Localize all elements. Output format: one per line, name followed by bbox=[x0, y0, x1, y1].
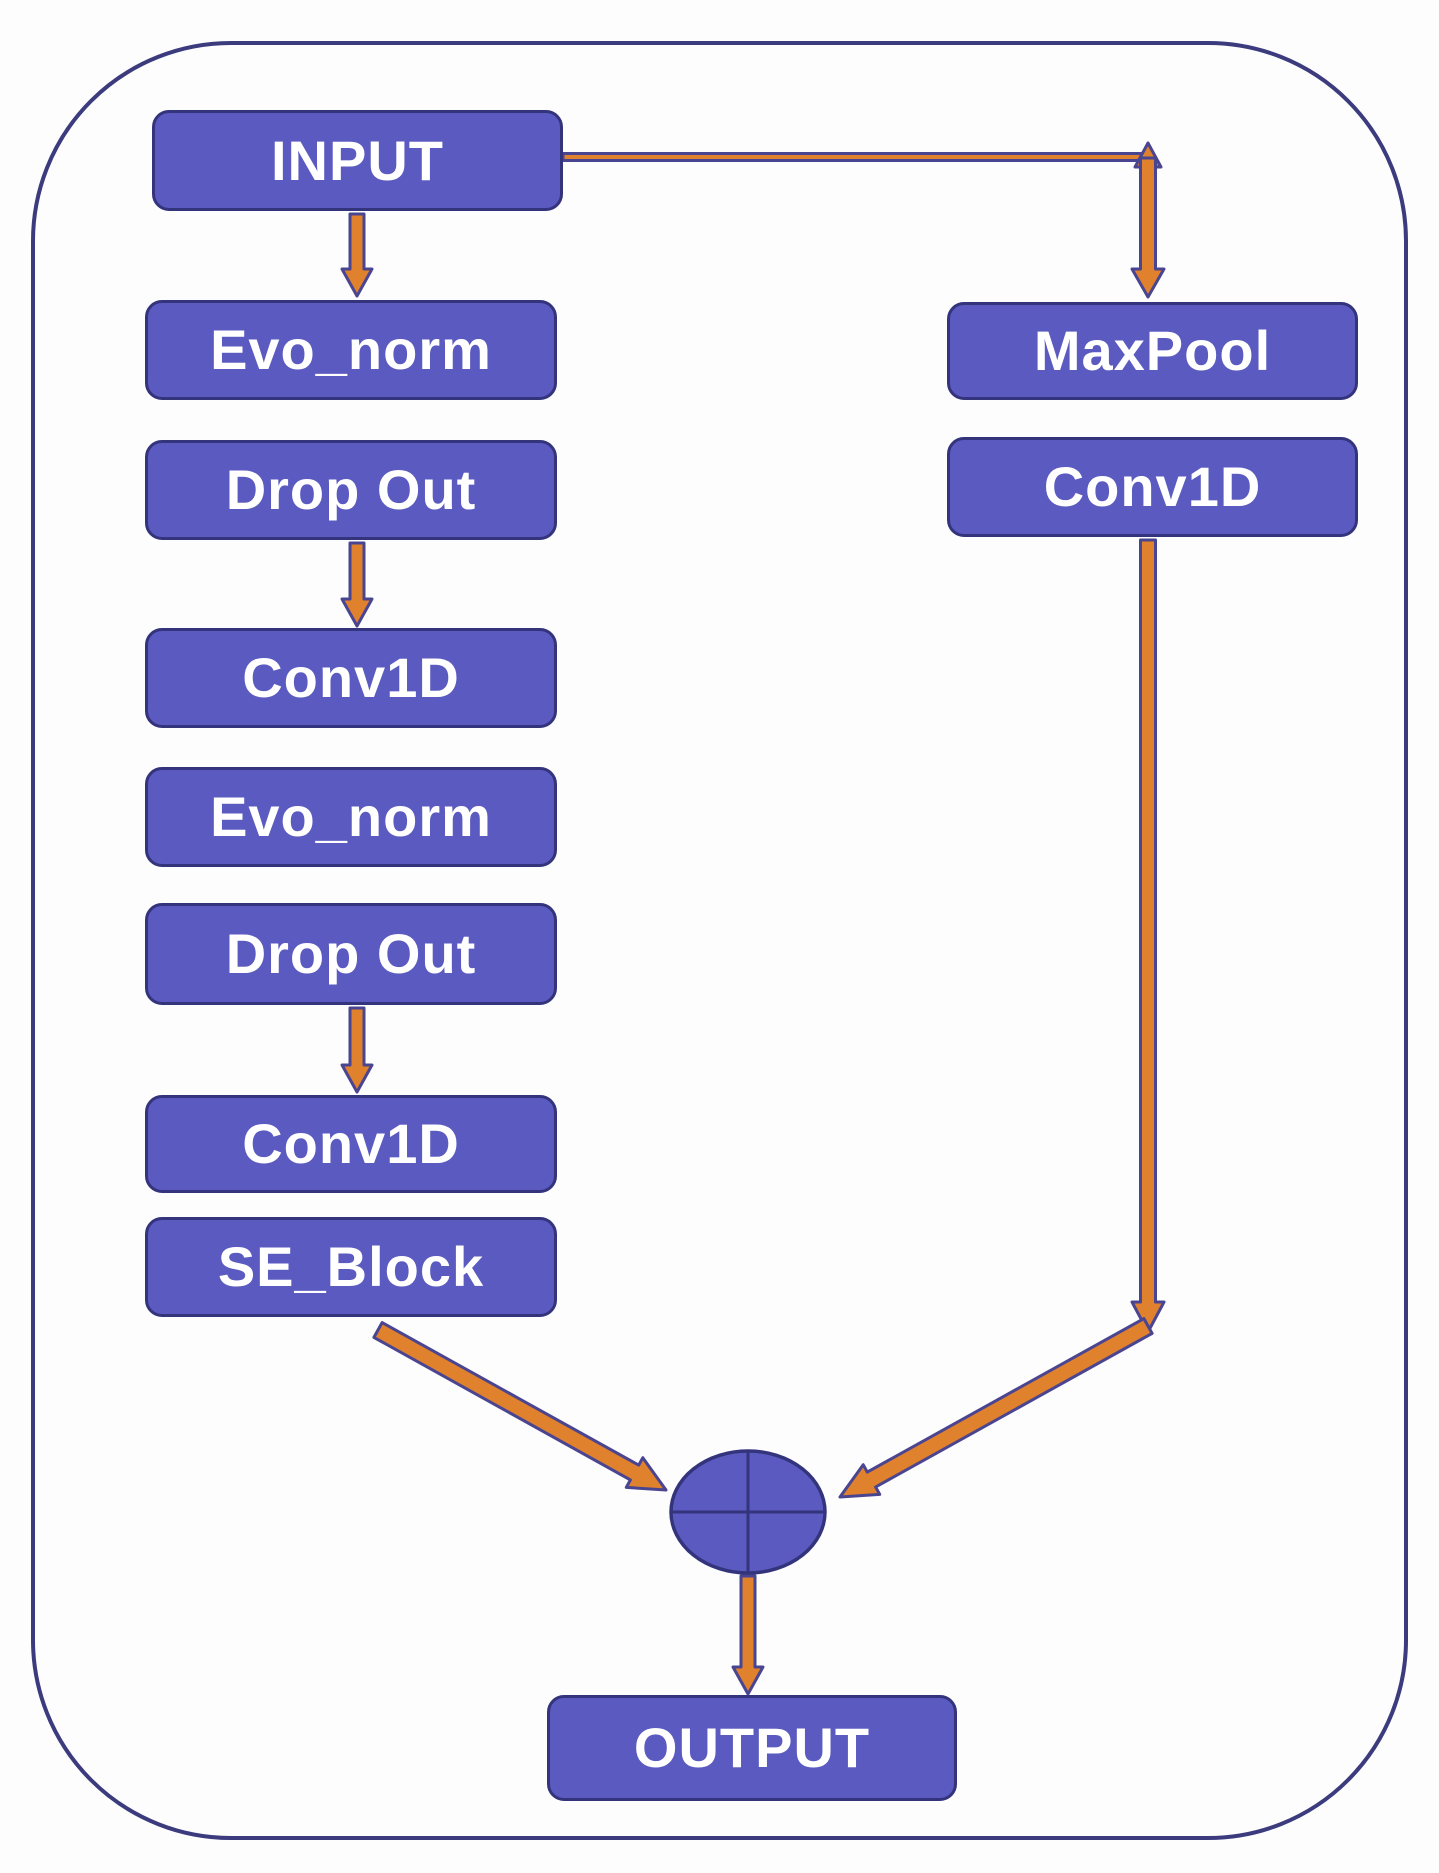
add-operator-plus-icon bbox=[671, 1451, 825, 1573]
arrow-skip-to-maxpool bbox=[1130, 156, 1166, 299]
node-conv1d-right: Conv1D bbox=[947, 437, 1358, 537]
add-operator-node bbox=[669, 1449, 827, 1575]
arrow-se-block-to-add bbox=[372, 1321, 668, 1492]
node-output: OUTPUT bbox=[547, 1695, 957, 1801]
node-evo-norm-1: Evo_norm bbox=[145, 300, 557, 400]
arrow-conv1d-right-down bbox=[1130, 538, 1166, 1334]
arrow-input-to-evo-norm-1 bbox=[340, 212, 374, 298]
node-drop-out-2: Drop Out bbox=[145, 903, 557, 1005]
node-conv1d-2: Conv1D bbox=[145, 1095, 557, 1193]
arrows-group bbox=[340, 141, 1166, 1696]
arrow-drop-out-2-to-conv1d-2 bbox=[340, 1006, 374, 1094]
node-maxpool: MaxPool bbox=[947, 302, 1358, 400]
skip-connection-horizontal-line bbox=[561, 152, 1153, 162]
arrow-drop-out-1-to-conv1d-1 bbox=[340, 541, 374, 628]
node-conv1d-1: Conv1D bbox=[145, 628, 557, 728]
node-drop-out-1: Drop Out bbox=[145, 440, 557, 540]
arrow-right-branch-to-add bbox=[838, 1317, 1154, 1499]
outer-frame bbox=[31, 41, 1408, 1840]
arrow-add-to-output bbox=[731, 1574, 765, 1696]
node-evo-norm-2: Evo_norm bbox=[145, 767, 557, 867]
node-se-block: SE_Block bbox=[145, 1217, 557, 1317]
node-input: INPUT bbox=[152, 110, 563, 211]
